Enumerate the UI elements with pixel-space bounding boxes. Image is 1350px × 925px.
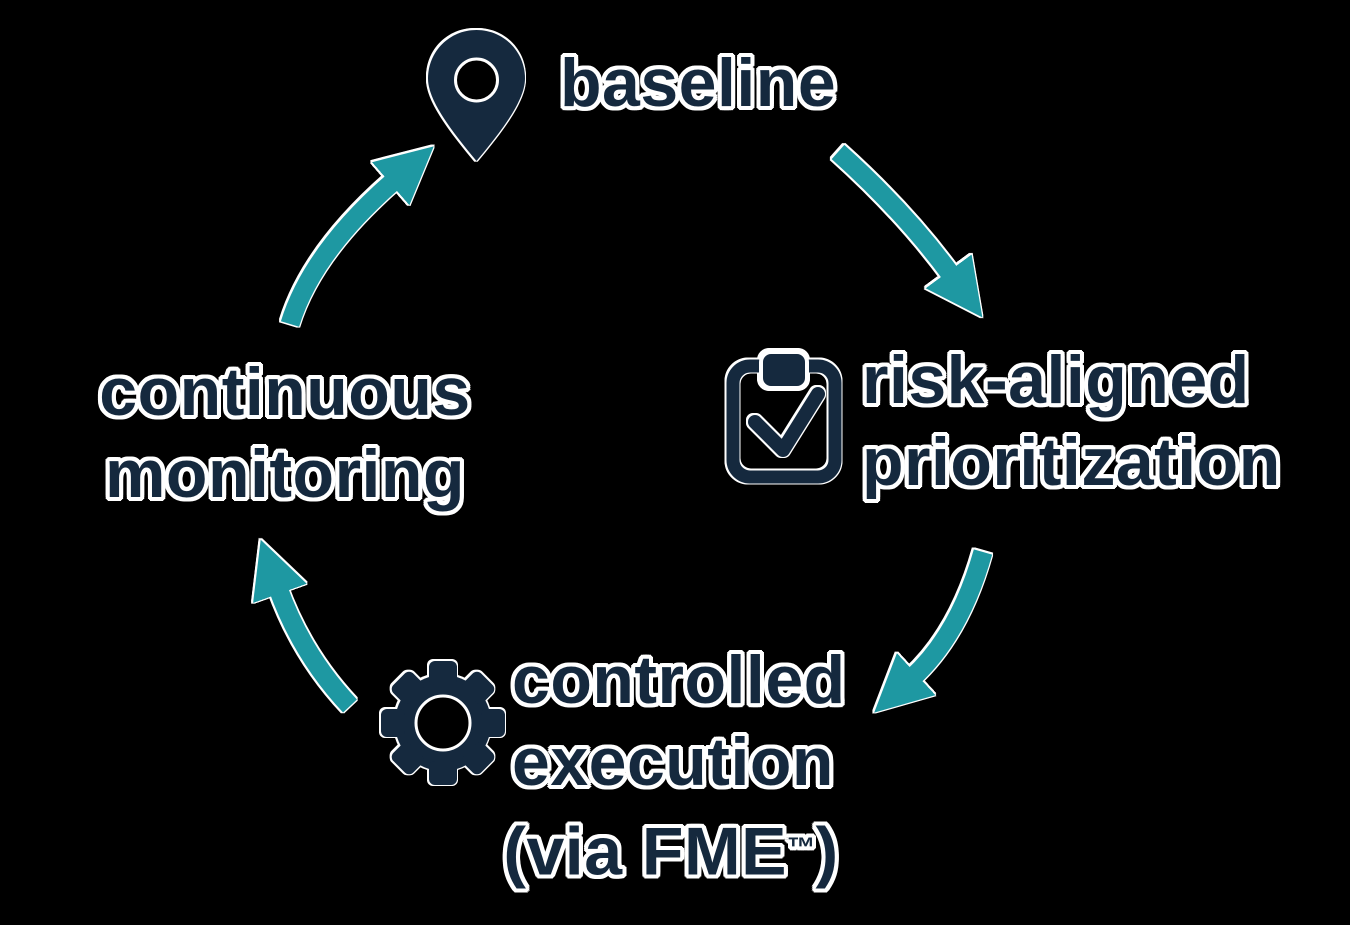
execution-label-line2: execution <box>512 724 834 800</box>
pin-hole <box>454 57 499 103</box>
arrow-monitoring-to-baseline <box>280 146 434 327</box>
monitoring-label-line2: monitoring <box>104 436 466 512</box>
arrow-risk-to-execution <box>874 549 993 713</box>
gear-hole <box>414 694 472 752</box>
risk-label-line1: risk-aligned <box>862 342 1250 418</box>
arrow-baseline-to-risk <box>831 144 983 318</box>
via-fme-close-paren: ) <box>815 813 839 890</box>
gear-icon <box>381 661 505 790</box>
clipboard-checkmark <box>748 387 825 457</box>
risk-prioritization-label: risk-aligned prioritization <box>862 339 1281 503</box>
clipboard-check-icon <box>726 350 842 489</box>
execution-label-line1: controlled <box>512 642 846 718</box>
controlled-execution-label: controlled execution <box>512 639 846 803</box>
monitoring-label-line1: continuous <box>99 354 471 430</box>
clipboard-clip <box>759 350 809 390</box>
arrow-execution-to-monitoring <box>253 539 357 713</box>
via-fme-text: (via FME <box>503 813 787 890</box>
baseline-label: baseline <box>560 45 837 121</box>
continuous-monitoring-label: continuous monitoring <box>50 351 520 515</box>
risk-label-line2: prioritization <box>862 424 1281 500</box>
location-pin-icon <box>426 28 527 168</box>
gear-shape <box>381 661 505 785</box>
via-fme-label: (via FME™) <box>451 807 891 893</box>
trademark-symbol: ™ <box>786 832 816 864</box>
